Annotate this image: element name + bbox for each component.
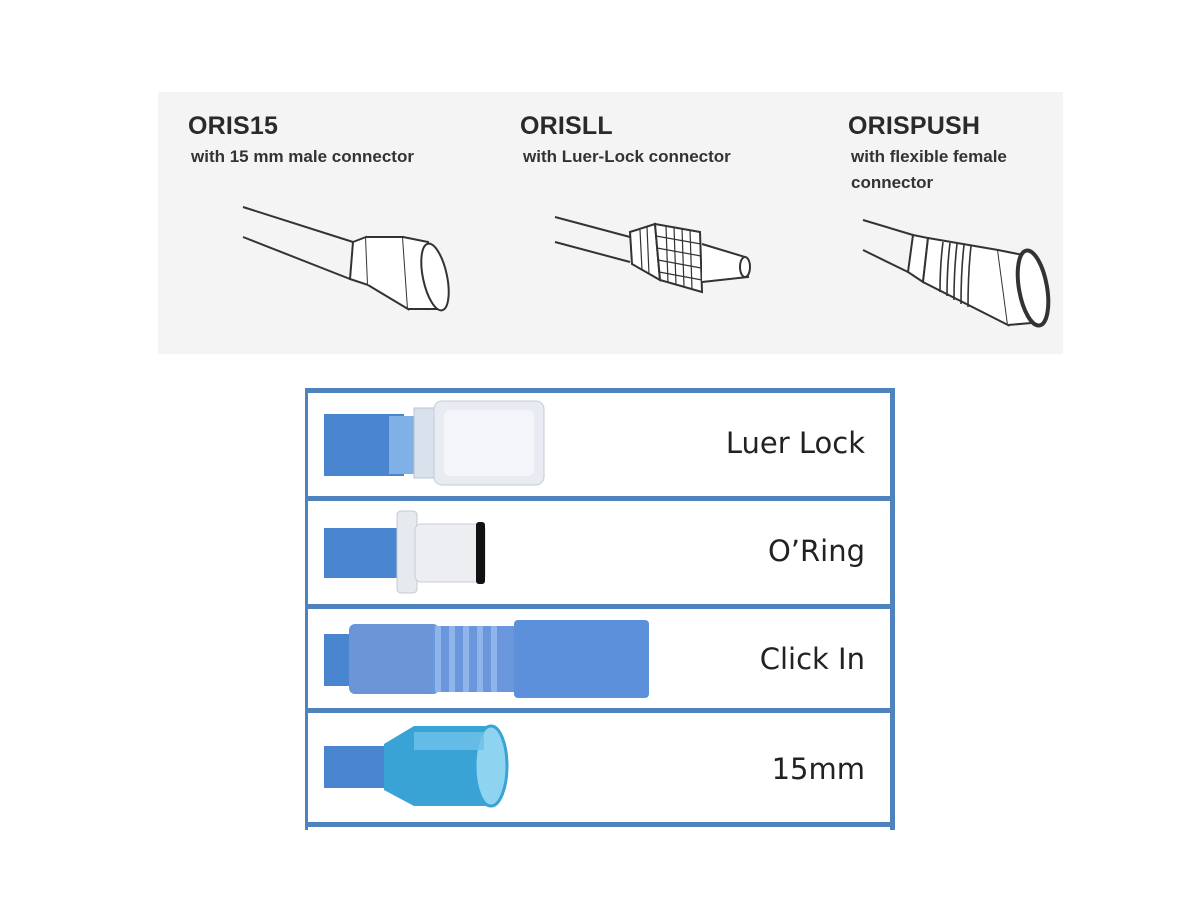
table-row [305,822,895,830]
row-divider [305,604,895,609]
product-code: ORIS15 [188,112,279,140]
connector-type-label: Luer Lock [725,426,865,460]
row-divider [305,388,895,393]
product-description-line: with flexible female [851,147,1007,166]
product-description-line: with Luer-Lock connector [523,147,731,166]
connector-type-table: Luer Lock O’Ring Click In [305,388,895,830]
table-row: 15mm [305,708,895,822]
table-row: Luer Lock [305,388,895,496]
row-divider [305,708,895,713]
row-divider [305,822,895,827]
luer-lock-connector-photo [324,400,545,486]
product-code: ORISPUSH [848,112,981,140]
connector-type-label: O’Ring [767,534,865,568]
o-ring-connector-photo [324,510,486,594]
click-in-connector-photo [324,620,649,698]
table-row: Click In [305,604,895,708]
connector-type-label: 15mm [771,752,865,786]
row-divider [305,496,895,501]
product-variants-panel: ORIS15 with 15 mm male connector ORISLL … [158,92,1063,354]
15mm-connector-photo [324,724,509,808]
luer-lock-connector-drawing [554,216,751,294]
connector-type-label: Click In [759,642,865,676]
table-left-border [305,388,308,830]
table-row: O’Ring [305,496,895,604]
male-15mm-connector-drawing [242,206,450,312]
product-code: ORISLL [520,112,613,140]
table-right-border [890,388,895,830]
flexible-female-connector-drawing [862,219,1051,328]
product-description-line: with 15 mm male connector [191,147,414,166]
product-description-line: connector [851,173,934,192]
